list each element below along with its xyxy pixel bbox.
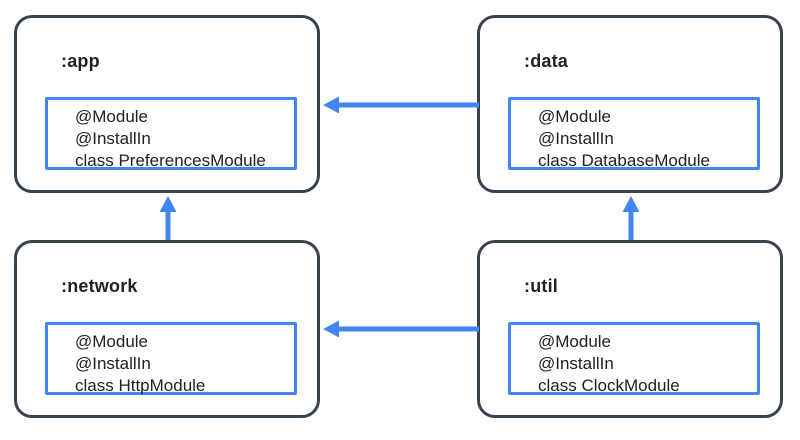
module-title: :network <box>61 276 138 296</box>
code-line: class ClockModule <box>538 376 680 395</box>
arrow-util-to-data <box>622 196 640 240</box>
module-box-data: :data @Module @InstallIn class DatabaseM… <box>477 15 783 193</box>
code-box: @Module @InstallIn class ClockModule <box>508 322 760 395</box>
arrow-util-to-network <box>323 320 479 338</box>
code-line: @InstallIn <box>75 129 151 148</box>
arrow-network-to-app <box>159 196 177 240</box>
code-line: class HttpModule <box>75 376 206 395</box>
code-box: @Module @InstallIn class PreferencesModu… <box>45 97 297 170</box>
code-line: class PreferencesModule <box>75 151 266 170</box>
code-line: @Module <box>75 107 149 126</box>
code-box: @Module @InstallIn class HttpModule <box>45 322 297 395</box>
arrowhead-up-icon <box>159 196 177 212</box>
module-box-app: :app @Module @InstallIn class Preference… <box>14 15 320 193</box>
arrowhead-up-icon <box>622 196 640 212</box>
arrowhead-left-icon <box>323 96 339 114</box>
module-title: :data <box>524 51 569 71</box>
code-line: @InstallIn <box>538 129 614 148</box>
code-line: @InstallIn <box>75 354 151 373</box>
code-line: class DatabaseModule <box>538 151 710 170</box>
module-title: :util <box>524 276 558 296</box>
code-line: @Module <box>538 332 612 351</box>
code-line: @Module <box>538 107 612 126</box>
module-title: :app <box>61 51 100 71</box>
code-line: @InstallIn <box>538 354 614 373</box>
arrowhead-left-icon <box>323 320 339 338</box>
arrow-data-to-app <box>323 96 479 114</box>
module-box-network: :network @Module @InstallIn class HttpMo… <box>14 240 320 418</box>
code-box: @Module @InstallIn class DatabaseModule <box>508 97 760 170</box>
code-line: @Module <box>75 332 149 351</box>
module-box-util: :util @Module @InstallIn class ClockModu… <box>477 240 783 418</box>
